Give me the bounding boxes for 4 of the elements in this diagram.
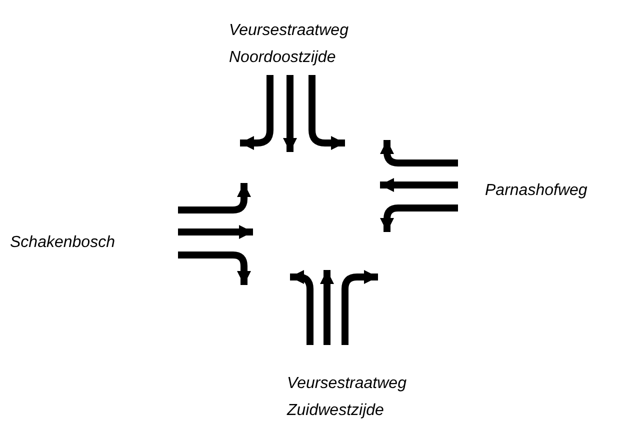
street-name: Schakenbosch [10,233,116,253]
street-name: Parnashofweg [485,181,588,201]
street-name: Veursestraatweg Noordoostzijde [229,21,350,68]
street-name: Veursestraatweg Zuidwestzijde [287,374,408,421]
